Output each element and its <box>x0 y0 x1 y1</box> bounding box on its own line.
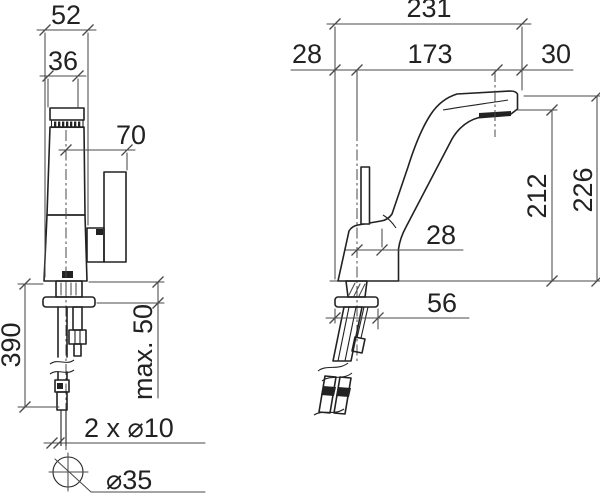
dim-label-212: 212 <box>522 173 552 218</box>
side-faucet-body <box>337 70 519 362</box>
break-line <box>313 408 345 416</box>
lever-handle-side <box>360 166 371 225</box>
hose-fitting-mark <box>57 383 63 389</box>
hose-fitting-mark <box>336 387 351 397</box>
dim-label-56: 56 <box>427 288 457 318</box>
dim-side-height-total: 226 <box>523 89 600 288</box>
dim-label-36: 36 <box>48 46 78 76</box>
dim-label-30: 30 <box>541 39 571 69</box>
dim-label-28-back: 28 <box>292 39 322 69</box>
dim-label-390: 390 <box>0 322 26 367</box>
threaded-neck <box>55 280 83 298</box>
side-under-counter <box>313 280 379 416</box>
faucet-profile <box>337 90 519 282</box>
dim-side-height-aerator: 212 <box>516 103 559 288</box>
dim-label-70: 70 <box>116 120 146 150</box>
dim-label-max50: max. 50 <box>128 304 158 400</box>
hose-connector <box>56 391 68 411</box>
spout-joint-line <box>382 214 397 229</box>
pull-rod-end <box>351 336 366 354</box>
hose-fitting-mark <box>321 386 336 396</box>
temp-indicator <box>96 229 103 235</box>
dim-front-riser-length: 390 <box>0 277 60 414</box>
dim-side-segments: 28 173 30 <box>290 26 574 280</box>
front-under-counter <box>42 280 96 446</box>
mounting-nut <box>68 329 87 345</box>
hose-side <box>318 375 337 414</box>
stud-end <box>73 343 82 357</box>
dim-side-flange-depth: 56 <box>325 288 470 330</box>
brand-plate <box>62 271 73 278</box>
dim-label-173: 173 <box>407 39 452 69</box>
mounting-stud <box>72 306 83 331</box>
side-view: 231 28 173 30 226 212 <box>290 0 600 416</box>
break-line <box>49 369 75 375</box>
label-front-hoses: 2 x ⌀10 <box>43 413 206 450</box>
front-view: 52 36 70 390 <box>0 0 206 495</box>
dim-label-231: 231 <box>406 0 451 23</box>
dim-label-52: 52 <box>51 0 81 30</box>
base-flange <box>42 296 96 308</box>
dim-front-max-thickness: max. 50 <box>88 275 165 400</box>
dim-side-total-depth: 231 <box>326 0 532 31</box>
leader-line <box>54 458 206 493</box>
dim-front-spout-width: 36 <box>39 46 87 108</box>
break-line <box>49 359 75 365</box>
spout-face-line <box>442 99 509 111</box>
dim-side-axis-offset: 28 <box>345 220 464 257</box>
spout-cap <box>49 107 85 121</box>
dim-front-overall-width: 52 <box>36 0 97 278</box>
lever-handle <box>103 171 127 263</box>
dim-label-2x10: 2 x ⌀10 <box>84 413 174 443</box>
hose-side <box>333 376 352 415</box>
dim-label-35: ⌀35 <box>106 465 152 495</box>
dim-label-226: 226 <box>568 167 598 212</box>
mounting-hole-detail: ⌀35 <box>48 452 206 495</box>
dim-label-28-axis: 28 <box>426 220 456 250</box>
break-line <box>317 362 349 372</box>
dim-front-handle-reach: 70 <box>58 120 146 171</box>
